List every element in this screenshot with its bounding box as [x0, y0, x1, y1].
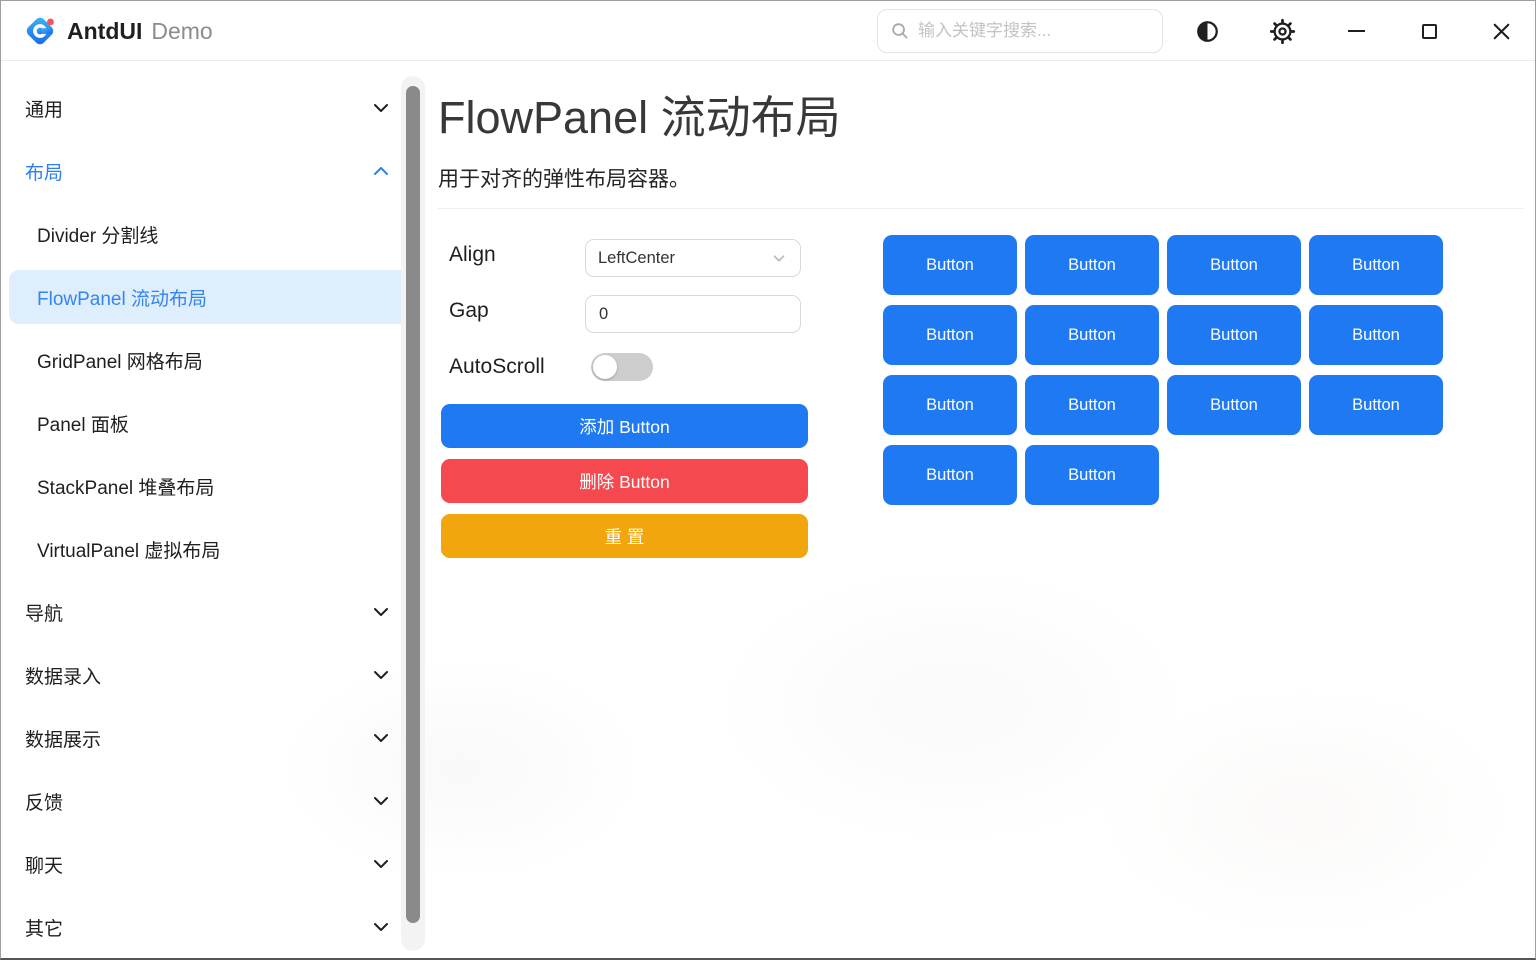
flow-button[interactable]: Button: [1309, 375, 1443, 435]
chevron-down-icon: [374, 797, 388, 805]
toggle-knob: [593, 355, 617, 379]
gap-input[interactable]: [585, 295, 801, 333]
antdui-logo-icon: [26, 17, 54, 45]
sidebar-group-other[interactable]: 其它: [1, 900, 425, 954]
chevron-down-icon: [374, 923, 388, 931]
sidebar: 通用 布局 Divider 分割线 FlowPanel 流动布局 GridPan…: [1, 61, 425, 958]
chevron-down-icon: [773, 255, 785, 262]
sidebar-group-feedback[interactable]: 反馈: [1, 774, 425, 828]
settings-gear-icon[interactable]: [1264, 13, 1300, 49]
maximize-icon[interactable]: [1411, 13, 1447, 49]
flow-button[interactable]: Button: [883, 445, 1017, 505]
gap-label: Gap: [449, 299, 489, 322]
sidebar-group-navigation[interactable]: 导航: [1, 585, 425, 639]
chevron-down-icon: [374, 671, 388, 679]
sidebar-scrollbar-thumb[interactable]: [406, 86, 420, 923]
page-subtitle: 用于对齐的弹性布局容器。: [438, 168, 690, 191]
sidebar-group-chat[interactable]: 聊天: [1, 837, 425, 891]
flow-button[interactable]: Button: [1025, 375, 1159, 435]
flow-button[interactable]: Button: [1309, 235, 1443, 295]
align-label: Align: [449, 243, 496, 266]
section-divider: [438, 208, 1524, 209]
sidebar-group-data-display[interactable]: 数据展示: [1, 711, 425, 765]
theme-contrast-icon[interactable]: [1189, 13, 1225, 49]
align-select[interactable]: LeftCenter: [585, 239, 801, 277]
sidebar-item-label: VirtualPanel 虚拟布局: [37, 540, 221, 562]
brand-suffix: Demo: [151, 17, 213, 44]
sidebar-item-label: 通用: [25, 99, 64, 121]
chevron-down-icon: [374, 734, 388, 742]
flow-button[interactable]: Button: [1167, 305, 1301, 365]
autoscroll-label: AutoScroll: [449, 355, 545, 378]
sidebar-item-label: 反馈: [25, 792, 64, 814]
add-button[interactable]: 添加 Button: [441, 404, 808, 448]
autoscroll-toggle[interactable]: [591, 353, 653, 381]
brand-name: AntdUI: [67, 17, 143, 44]
titlebar: AntdUI Demo: [1, 1, 1535, 61]
flow-button[interactable]: Button: [883, 235, 1017, 295]
flow-button[interactable]: Button: [1167, 235, 1301, 295]
search-icon: [892, 23, 908, 39]
window-body: 通用 布局 Divider 分割线 FlowPanel 流动布局 GridPan…: [1, 61, 1535, 958]
chevron-up-icon: [374, 167, 388, 175]
sidebar-scrollbar-track[interactable]: [401, 76, 425, 951]
sidebar-item-label: 其它: [25, 918, 64, 940]
sidebar-item-stackpanel[interactable]: StackPanel 堆叠布局: [1, 459, 425, 513]
flow-button[interactable]: Button: [1025, 445, 1159, 505]
sidebar-group-general[interactable]: 通用: [1, 81, 425, 135]
sidebar-item-flowpanel[interactable]: FlowPanel 流动布局: [9, 270, 425, 324]
align-select-value: LeftCenter: [598, 248, 676, 267]
flow-button[interactable]: Button: [883, 305, 1017, 365]
search-box[interactable]: [877, 9, 1163, 53]
sidebar-group-data-entry[interactable]: 数据录入: [1, 648, 425, 702]
flow-button[interactable]: Button: [1309, 305, 1443, 365]
sidebar-item-virtualpanel[interactable]: VirtualPanel 虚拟布局: [1, 522, 425, 576]
sidebar-item-label: GridPanel 网格布局: [37, 351, 203, 373]
sidebar-item-label: 数据展示: [25, 729, 102, 751]
reset-button[interactable]: 重 置: [441, 514, 808, 558]
sidebar-item-divider[interactable]: Divider 分割线: [1, 207, 425, 261]
sidebar-group-layout[interactable]: 布局: [1, 144, 425, 198]
sidebar-item-label: 数据录入: [25, 666, 102, 688]
sidebar-item-label: Divider 分割线: [37, 225, 159, 247]
main-content: FlowPanel 流动布局 用于对齐的弹性布局容器。 Align LeftCe…: [426, 61, 1535, 958]
chevron-down-icon: [374, 104, 388, 112]
flow-button[interactable]: Button: [883, 375, 1017, 435]
chevron-down-icon: [374, 860, 388, 868]
sidebar-item-panel[interactable]: Panel 面板: [1, 396, 425, 450]
app-title: AntdUI Demo: [67, 1, 213, 61]
close-icon[interactable]: [1483, 13, 1519, 49]
page-title: FlowPanel 流动布局: [438, 92, 841, 143]
remove-button[interactable]: 删除 Button: [441, 459, 808, 503]
flow-button[interactable]: Button: [1025, 305, 1159, 365]
flow-button[interactable]: Button: [1167, 375, 1301, 435]
chevron-down-icon: [374, 608, 388, 616]
sidebar-item-label: 导航: [25, 603, 64, 625]
sidebar-item-label: 聊天: [25, 855, 64, 877]
sidebar-item-label: 布局: [25, 162, 64, 184]
flow-button[interactable]: Button: [1025, 235, 1159, 295]
sidebar-item-label: StackPanel 堆叠布局: [37, 477, 215, 499]
search-input[interactable]: [918, 21, 1150, 41]
sidebar-item-gridpanel[interactable]: GridPanel 网格布局: [1, 333, 425, 387]
sidebar-item-label: Panel 面板: [37, 414, 129, 436]
sidebar-item-label: FlowPanel 流动布局: [37, 288, 207, 310]
flowpanel-demo-area: Button Button Button Button Button Butto…: [879, 230, 1457, 510]
minimize-icon[interactable]: [1338, 13, 1374, 49]
